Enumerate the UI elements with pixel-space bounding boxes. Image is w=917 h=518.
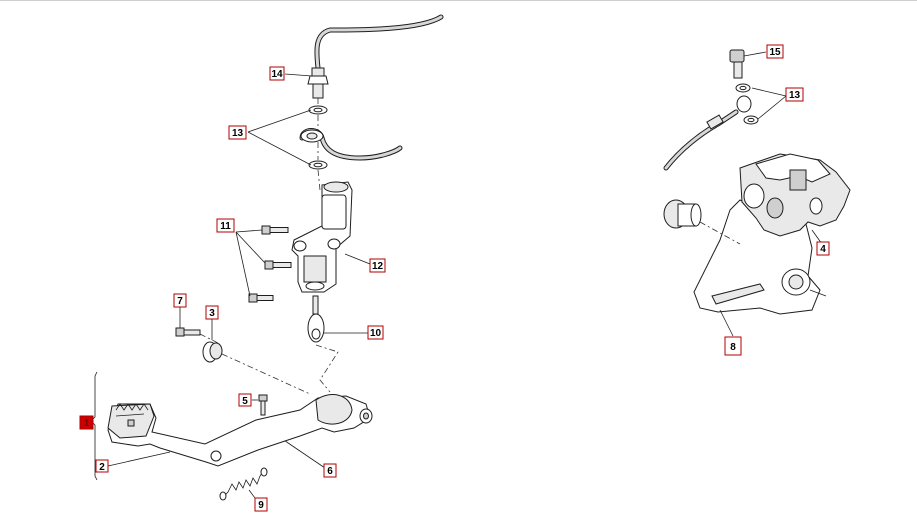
svg-text:14: 14 — [271, 69, 283, 80]
label-part-13-right: 13 — [785, 87, 804, 102]
bolts-part-11 — [235, 225, 292, 303]
washers-part-13-right — [735, 83, 787, 125]
svg-text:10: 10 — [370, 328, 382, 339]
label-part-14: 14 — [269, 66, 285, 81]
svg-text:1: 1 — [84, 418, 90, 429]
label-part-8: 8 — [724, 336, 742, 356]
centerline-upper — [317, 98, 321, 191]
brake-hose-right — [663, 109, 739, 171]
bolt-part-5 — [252, 394, 268, 416]
bracket-pin — [663, 199, 741, 245]
svg-text:15: 15 — [769, 47, 781, 58]
label-part-15: 15 — [766, 44, 784, 59]
centerline-lower — [315, 344, 339, 393]
label-part-3: 3 — [205, 305, 219, 320]
svg-text:12: 12 — [372, 261, 384, 272]
washer-lower — [308, 160, 328, 170]
svg-text:2: 2 — [99, 462, 105, 473]
svg-text:5: 5 — [242, 396, 248, 407]
label-part-12: 12 — [369, 258, 386, 273]
label-part-5: 5 — [238, 393, 252, 407]
label-part-13-left: 13 — [228, 125, 247, 140]
top-border — [0, 0, 917, 1]
caliper-part-4 — [739, 153, 851, 245]
svg-text:11: 11 — [220, 221, 231, 232]
label-part-1-assembly: 1 — [79, 415, 94, 430]
label-part-4: 4 — [816, 241, 830, 256]
centerline-pivot — [199, 333, 311, 395]
svg-text:3: 3 — [209, 308, 215, 319]
banjo-hose — [299, 128, 403, 161]
bolt-part-15 — [729, 49, 767, 79]
clevis-rod-part-10 — [307, 295, 368, 343]
label-part-7: 7 — [173, 293, 187, 308]
svg-text:13: 13 — [232, 128, 244, 139]
label-part-11: 11 — [216, 218, 235, 233]
label-part-6: 6 — [323, 463, 337, 478]
brake-hose-upper — [314, 14, 444, 71]
svg-text:7: 7 — [177, 296, 183, 307]
bolt-part-7 — [175, 305, 201, 337]
svg-text:4: 4 — [820, 244, 826, 255]
brake-pedal-part-2 — [107, 394, 373, 467]
label-part-2: 2 — [95, 459, 109, 473]
spring-part-9 — [219, 467, 268, 503]
label-part-9: 9 — [254, 497, 268, 512]
master-cylinder-part-12 — [291, 181, 371, 293]
svg-text:8: 8 — [730, 342, 736, 353]
svg-text:13: 13 — [789, 90, 801, 101]
leaders-part-13-left — [247, 109, 312, 166]
svg-text:9: 9 — [258, 500, 264, 511]
bushing-part-3 — [202, 318, 223, 363]
svg-text:6: 6 — [327, 466, 333, 477]
washer-upper — [308, 105, 328, 115]
label-part-10: 10 — [367, 325, 384, 340]
hose-fitting-part-14 — [284, 67, 329, 99]
